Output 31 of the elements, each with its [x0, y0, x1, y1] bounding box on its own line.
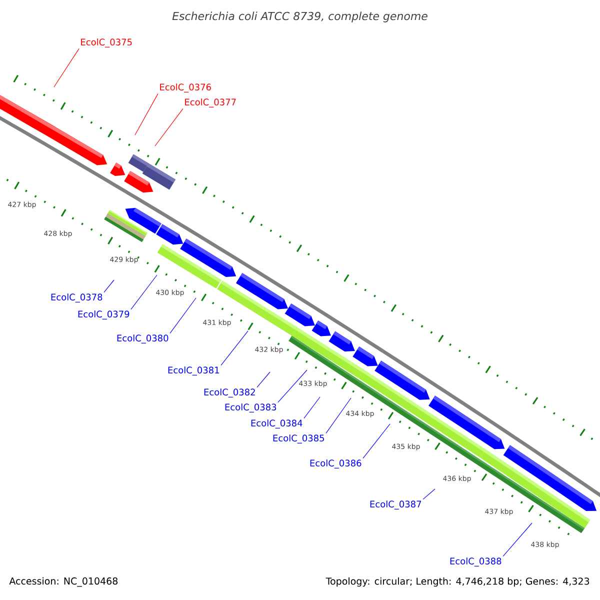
gene-label: EcolC_0387 — [370, 500, 422, 510]
leader-line — [502, 522, 532, 557]
gene-label: EcolC_0386 — [310, 460, 362, 468]
leader-line — [326, 398, 352, 434]
gene-label: EcolC_0380 — [117, 334, 168, 344]
title: Escherichia coli ATCC 8739, complete genome — [172, 12, 428, 22]
leader-line — [104, 280, 114, 293]
leader-line — [154, 108, 184, 146]
genome-info-text: Topology: circular; Length: 4,746,218 bp; Genes: 4,323 — [326, 577, 590, 587]
leader-line — [256, 372, 270, 388]
gene-label: EcolC_0388 — [450, 558, 502, 566]
leader-line — [220, 330, 248, 366]
leader-line — [362, 424, 390, 459]
gene-label: EcolC_0381 — [168, 366, 219, 376]
leader-line — [130, 274, 158, 310]
gene-label: EcolC_0377 — [185, 98, 236, 108]
gene-label: EcolC_0378 — [51, 294, 102, 302]
gene-label: EcolC_0385 — [273, 434, 324, 444]
leader-line — [422, 488, 436, 500]
gene-label: EcolC_0379 — [78, 310, 130, 320]
gene-label: EcolC_0375 — [81, 38, 132, 48]
leader-line — [170, 298, 196, 334]
gene-label: EcolC_0376 — [160, 84, 211, 92]
gene-label: EcolC_0383 — [225, 404, 276, 412]
leader-line — [134, 93, 158, 136]
leader-line — [278, 370, 308, 403]
accession-text: Accession: NC_010468 — [9, 577, 118, 587]
leader-line — [304, 396, 320, 419]
gene-label: EcolC_0382 — [204, 388, 255, 398]
leader-line — [54, 48, 80, 88]
gene-label: EcolC_0384 — [251, 420, 302, 428]
